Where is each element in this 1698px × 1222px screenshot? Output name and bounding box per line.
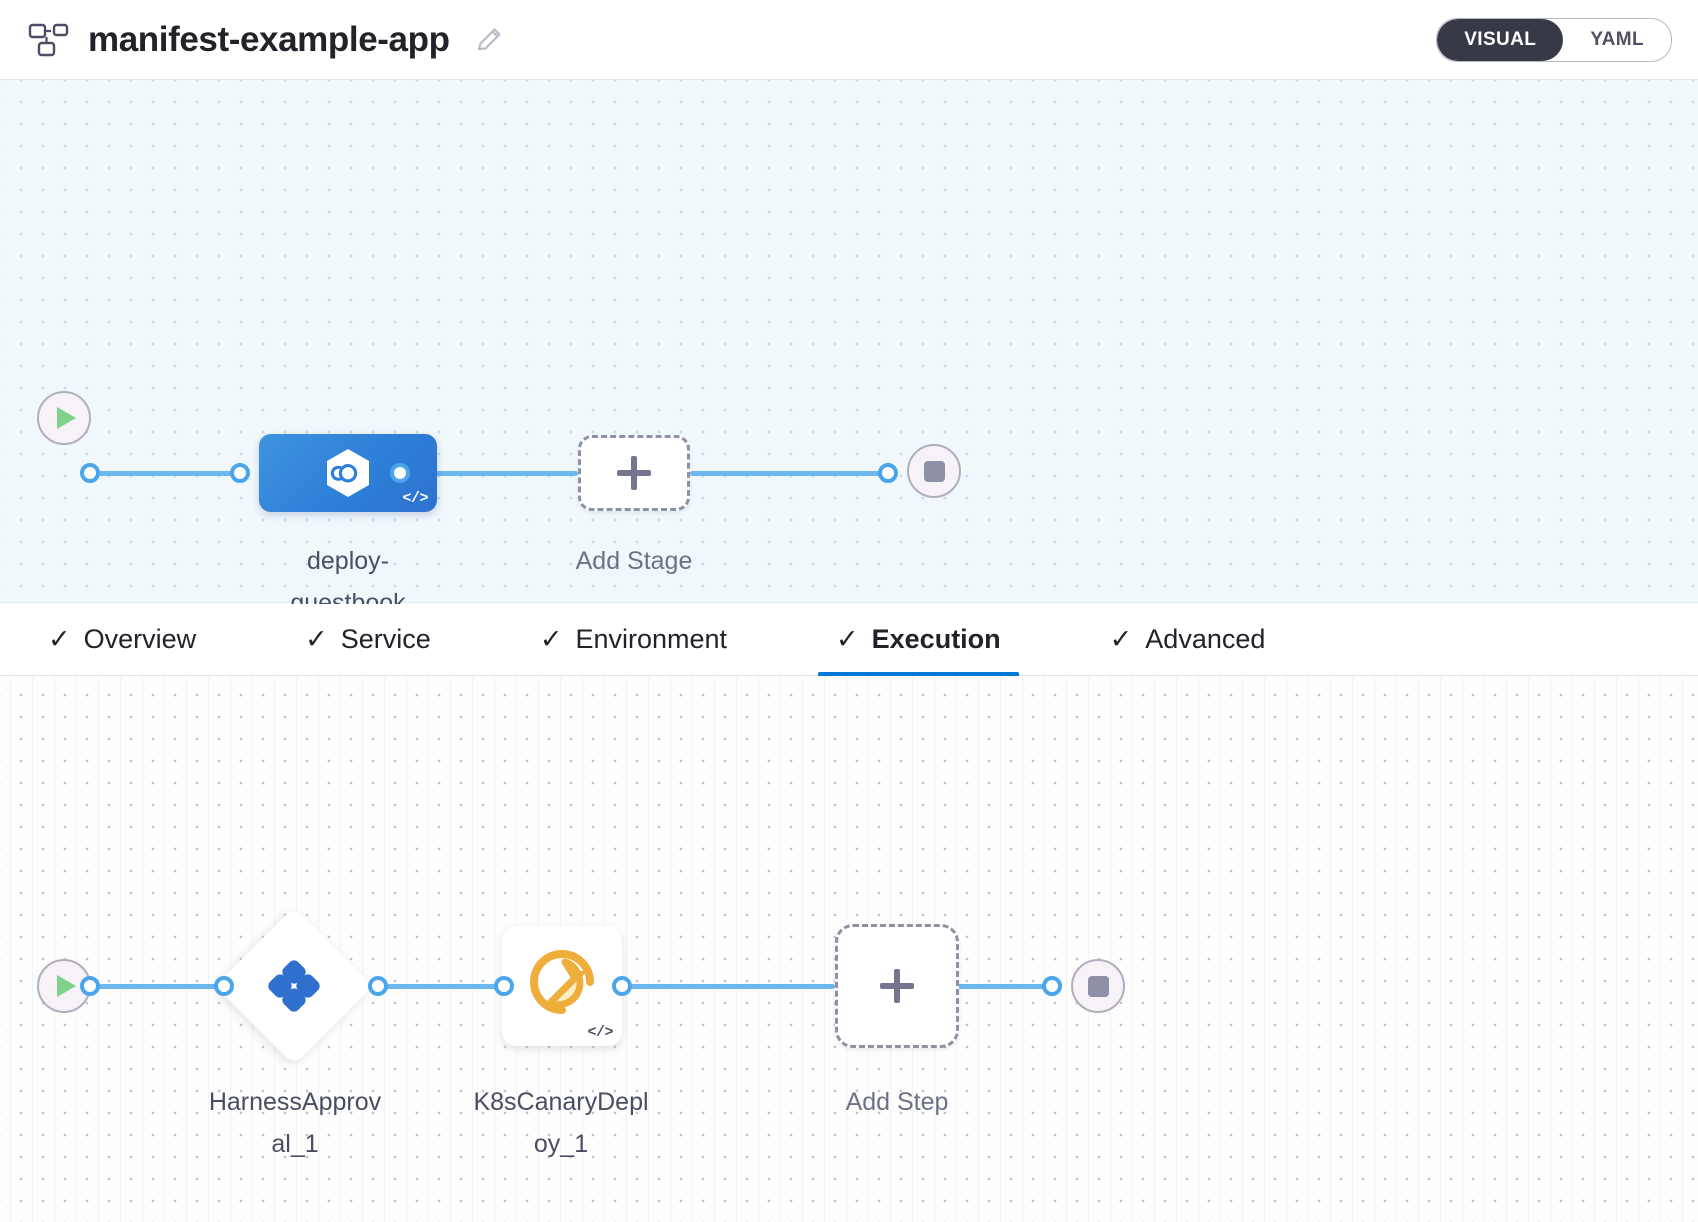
plus-icon <box>880 969 914 1003</box>
stage-code-badge-icon: </> <box>402 490 428 507</box>
edge-addstep-to-end <box>890 984 1050 989</box>
edit-pencil-icon[interactable] <box>474 25 504 55</box>
approval-out-connector-dot <box>368 976 388 996</box>
stage-start-connector-dot <box>80 463 100 483</box>
edge-start-to-stage <box>88 471 248 476</box>
check-icon: ✓ <box>836 624 859 654</box>
harness-approval-icon <box>264 956 324 1016</box>
stop-icon <box>1087 975 1109 997</box>
plus-icon <box>617 456 651 490</box>
pipeline-hierarchy-icon <box>28 23 70 57</box>
step-node-k8s-canary-deploy[interactable]: </> <box>502 926 622 1046</box>
check-icon: ✓ <box>48 624 71 654</box>
stage-out-connector-dot <box>390 463 410 483</box>
tab-overview[interactable]: ✓ Overview <box>30 604 214 676</box>
step-label-k8s-canary-deploy: K8sCanaryDepl oy_1 <box>473 1088 649 1158</box>
edge-addstage-to-end <box>690 471 886 476</box>
tab-label: Execution <box>871 624 1001 654</box>
yaml-mode-button[interactable]: YAML <box>1563 19 1671 61</box>
step-end-node[interactable] <box>1071 959 1125 1013</box>
check-icon: ✓ <box>539 624 563 654</box>
header-title-group: manifest-example-app <box>28 20 1436 60</box>
view-mode-toggle[interactable]: VISUAL YAML <box>1436 17 1672 62</box>
stage-end-node[interactable] <box>907 444 961 498</box>
stop-icon <box>923 460 945 482</box>
stage-start-node[interactable] <box>37 391 91 445</box>
app-header: manifest-example-app VISUAL YAML <box>0 0 1698 80</box>
add-step-button[interactable] <box>835 924 959 1048</box>
stage-node-deploy-guestbook[interactable]: </> <box>259 434 437 512</box>
execution-steps-canvas[interactable]: HarnessApprov al_1 </> K8sCanaryDepl oy_… <box>0 676 1698 1222</box>
stage-in-connector-dot <box>230 463 250 483</box>
step-end-connector-dot <box>1042 976 1062 996</box>
canary-out-connector-dot <box>612 976 632 996</box>
edge-start-to-approval <box>88 984 223 989</box>
check-icon: ✓ <box>1109 624 1133 654</box>
tab-service[interactable]: ✓ Service <box>287 604 449 676</box>
tab-advanced[interactable]: ✓ Advanced <box>1092 604 1284 676</box>
approval-in-connector-dot <box>214 976 234 996</box>
harness-hexagon-icon <box>322 447 374 499</box>
edge-stage-to-addstage <box>398 471 578 476</box>
tab-label: Overview <box>83 624 197 654</box>
step-code-badge-icon: </> <box>587 1024 613 1041</box>
page-title: manifest-example-app <box>88 19 450 59</box>
stage-graph-canvas[interactable]: </> deploy- guestbook Add Stage <box>0 80 1698 617</box>
add-step-label: Add Step <box>845 1088 949 1116</box>
step-start-connector-dot <box>80 976 100 996</box>
step-label-harness-approval: HarnessApprov al_1 <box>208 1088 382 1158</box>
edge-canary-to-addstep <box>625 984 835 989</box>
start-play-icon <box>57 975 76 997</box>
stage-config-tabs[interactable]: ✓ Overview ✓ Service ✓ Environment ✓ Exe… <box>0 604 1698 677</box>
edge-approval-to-canary <box>378 984 511 989</box>
add-stage-button[interactable] <box>578 435 690 511</box>
tab-environment[interactable]: ✓ Environment <box>522 604 745 676</box>
canary-in-connector-dot <box>494 976 514 996</box>
tab-label: Environment <box>575 624 728 654</box>
add-stage-label: Add Stage <box>575 547 693 575</box>
tab-label: Service <box>340 624 431 654</box>
start-play-icon <box>57 407 76 429</box>
check-icon: ✓ <box>305 624 328 654</box>
tab-label: Advanced <box>1145 624 1266 654</box>
visual-mode-button[interactable]: VISUAL <box>1437 18 1564 61</box>
canary-bird-icon <box>520 940 604 1029</box>
stage-end-connector-dot <box>878 463 898 483</box>
tab-execution[interactable]: ✓ Execution <box>818 604 1019 677</box>
